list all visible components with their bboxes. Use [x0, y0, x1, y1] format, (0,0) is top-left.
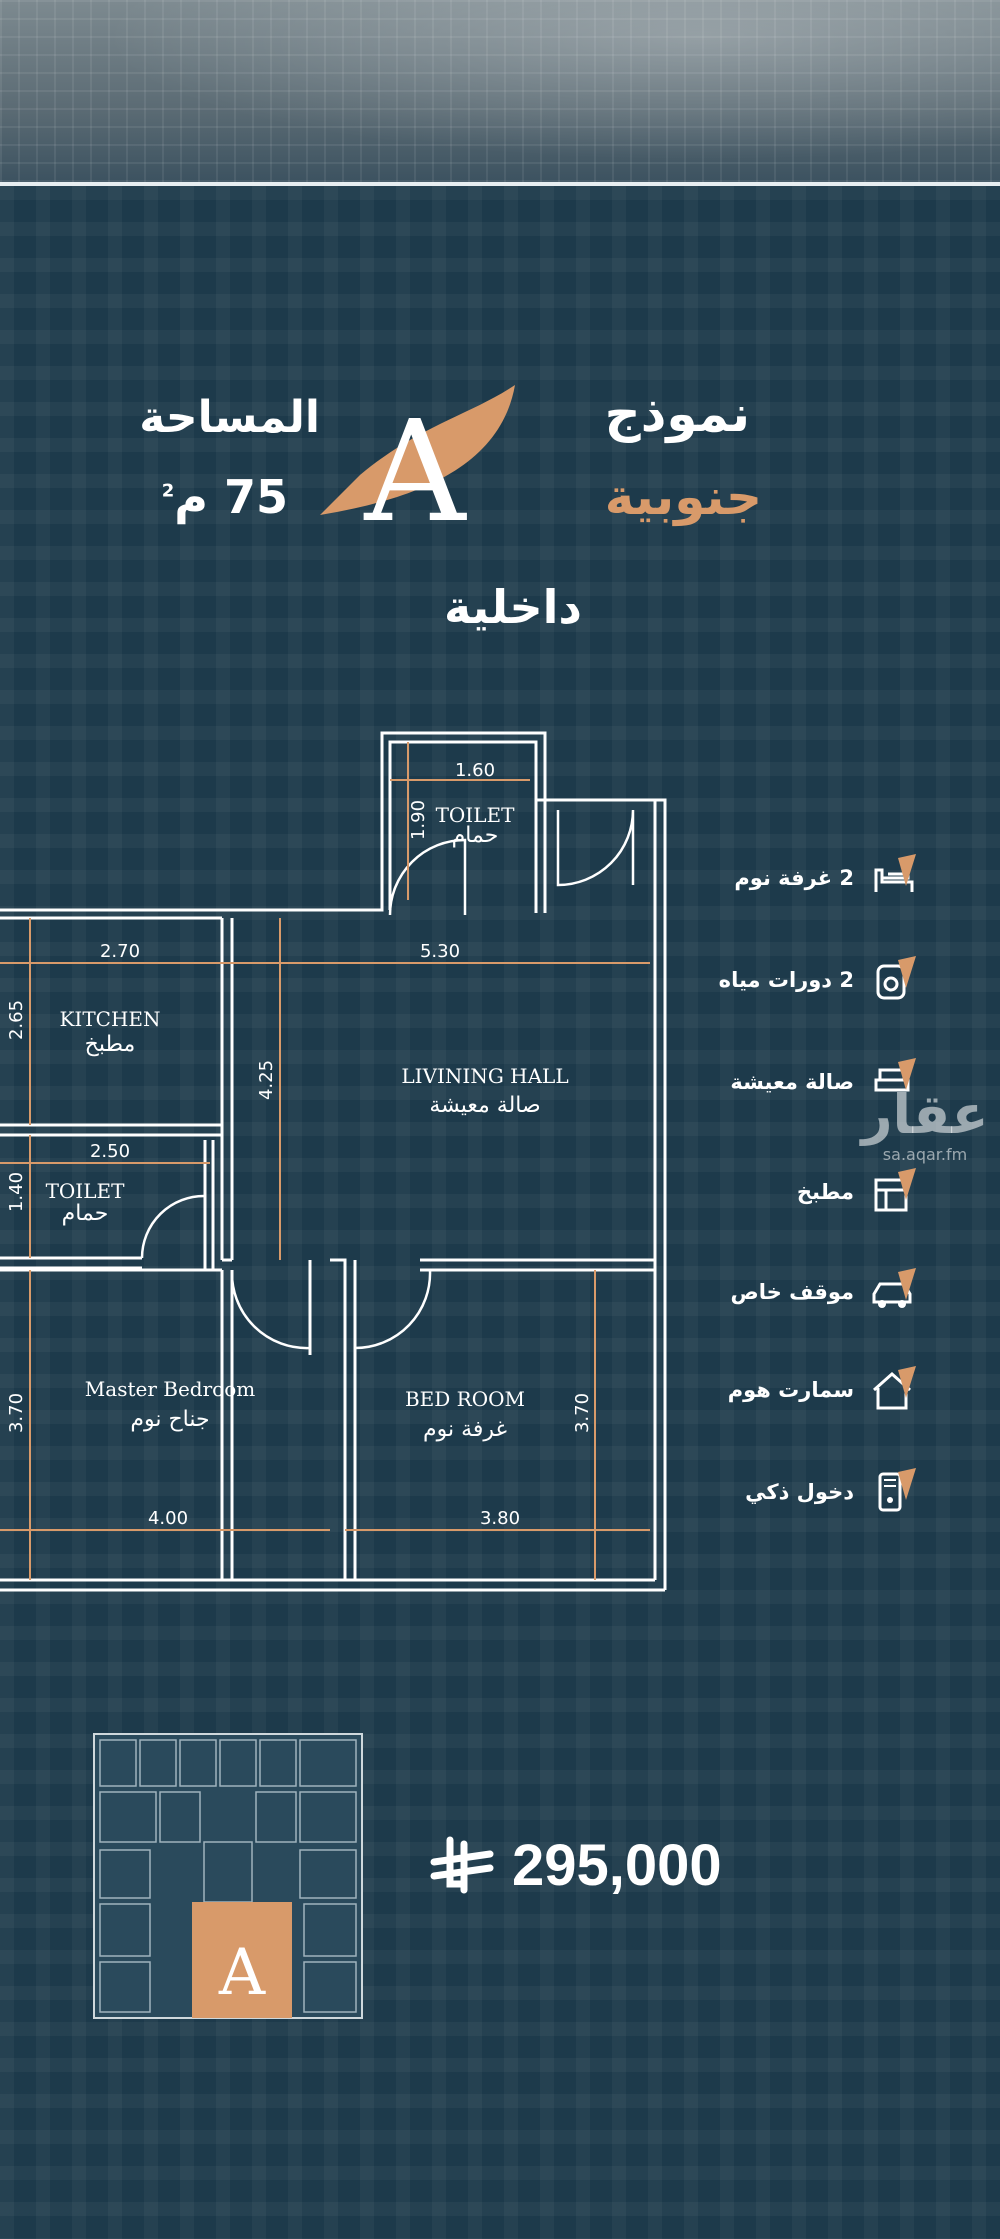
- feature-parking: موقف خاص: [730, 1262, 920, 1322]
- feature-label: مطبخ: [796, 1180, 854, 1204]
- feature-living: صالة معيشة: [730, 1052, 920, 1112]
- riyal-icon: [430, 1836, 494, 1894]
- floor-plan: 1.60 1.90 2.70 2.65 5.30 4.25 2.50 1.40 …: [0, 731, 667, 1592]
- dim-living-w: 5.30: [420, 941, 460, 962]
- area-unit-sup: 2: [161, 480, 175, 502]
- doors: [140, 809, 635, 1350]
- area-unit: م: [174, 470, 208, 524]
- dimension-lines: [0, 742, 650, 1580]
- master-bedroom-label-en: Master Bedroom: [85, 1377, 255, 1401]
- area-value: 75 م2: [162, 470, 288, 524]
- door-toilet-left: [140, 1194, 206, 1259]
- door-master: [230, 1269, 312, 1350]
- feature-smart-entry: دخول ذكي: [745, 1462, 920, 1522]
- dim-toilet-top-w: 1.60: [455, 760, 495, 781]
- dim-toilet-left-w: 2.50: [90, 1141, 130, 1162]
- car-icon: [872, 1268, 916, 1308]
- kitchen-icon: [874, 1168, 916, 1212]
- feature-label: دخول ذكي: [745, 1480, 854, 1504]
- watermark-url: sa.aqar.fm: [882, 1145, 968, 1164]
- watermark-logo: عقار: [861, 1083, 989, 1146]
- kitchen-label-ar: مطبخ: [85, 1032, 136, 1057]
- feature-bathrooms: 2 دورات مياه: [719, 950, 920, 1010]
- top-photo-banner: [0, 0, 1000, 182]
- kitchen-label-en: KITCHEN: [59, 1007, 160, 1031]
- toilet-left-label-en: TOILET: [46, 1179, 126, 1203]
- toilet-left-label-ar: حمام: [62, 1201, 109, 1226]
- model-letter-logo: A: [320, 385, 515, 540]
- banner-divider: [0, 182, 1000, 186]
- price: 295,000: [430, 1830, 722, 1900]
- dim-bed-h: 3.70: [572, 1393, 593, 1433]
- feature-label: موقف خاص: [730, 1280, 854, 1304]
- bedroom-label-en: BED ROOM: [405, 1387, 525, 1411]
- feature-bedrooms: 2 غرفة نوم: [734, 848, 920, 908]
- feature-label: 2 غرفة نوم: [734, 866, 854, 890]
- price-value: 295,000: [512, 1832, 722, 1898]
- door-toilet-top: [388, 838, 467, 916]
- bedroom-label-ar: غرفة نوم: [423, 1417, 507, 1442]
- feature-smart-home: سمارت هوم: [728, 1360, 920, 1420]
- model-title: نموذج: [604, 385, 750, 443]
- feature-kitchen: مطبخ: [797, 1162, 920, 1222]
- position-title: داخلية: [444, 580, 582, 634]
- door-entrance: [556, 809, 635, 887]
- logo-swoosh: [320, 385, 515, 515]
- smart-home-icon: [873, 1366, 916, 1410]
- logo-letter: A: [363, 391, 467, 540]
- area-label: المساحة: [139, 392, 320, 443]
- feature-label: صالة معيشة: [730, 1070, 854, 1094]
- dim-master-w: 4.00: [148, 1508, 188, 1529]
- sofa-icon: [874, 1058, 916, 1092]
- dim-living-h: 4.25: [256, 1060, 277, 1100]
- feature-label: 2 دورات مياه: [718, 968, 854, 992]
- area-number: 75: [223, 470, 288, 524]
- door-bedroom: [354, 1269, 432, 1350]
- key-plan-letter: A: [218, 1936, 266, 2010]
- dim-toilet-left-h: 1.40: [6, 1172, 27, 1212]
- living-label-ar: صالة معيشة: [429, 1093, 540, 1118]
- living-label-en: LIVINING HALL: [401, 1064, 568, 1088]
- toilet-top-label-en: TOILET: [436, 803, 516, 827]
- bed-icon: [874, 854, 916, 892]
- feature-label: سمارت هوم: [727, 1378, 854, 1402]
- aqar-watermark: عقار sa.aqar.fm: [850, 1083, 1000, 1165]
- orientation-title: جنوبية: [604, 468, 762, 526]
- toilet-icon: [876, 956, 916, 1000]
- dim-toilet-top-h: 1.90: [408, 800, 429, 840]
- building-key-plan: A: [93, 1733, 363, 2019]
- dim-kitchen-w: 2.70: [100, 941, 140, 962]
- dim-bed-w: 3.80: [480, 1508, 520, 1529]
- dim-master-h: 3.70: [6, 1393, 27, 1433]
- smart-lock-icon: [878, 1468, 916, 1512]
- master-bedroom-label-ar: جناح نوم: [130, 1407, 209, 1432]
- toilet-top-label-ar: حمام: [452, 823, 499, 848]
- dim-kitchen-h: 2.65: [6, 1000, 27, 1040]
